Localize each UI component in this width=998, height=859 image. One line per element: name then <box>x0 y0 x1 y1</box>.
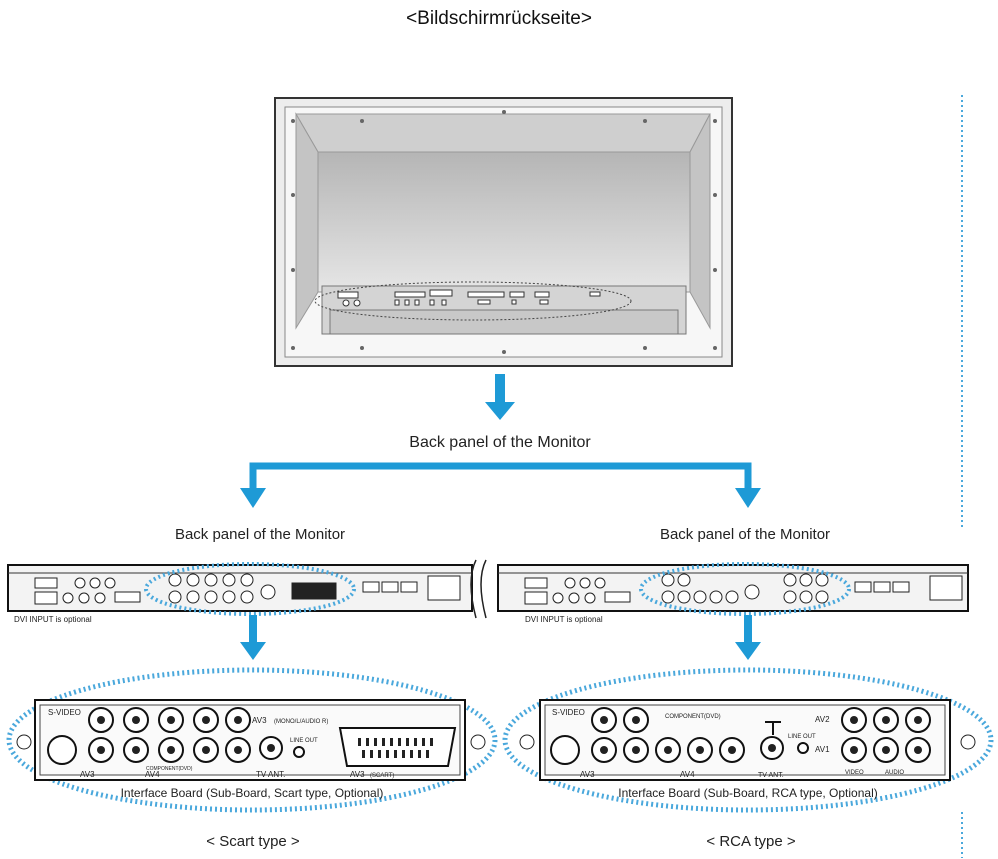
branch-connector <box>240 462 761 508</box>
av1-label: AV1 <box>815 745 830 754</box>
left-interface-board <box>6 667 498 813</box>
audio-label: (MONO/L/AUDIO R) <box>274 719 328 725</box>
right-back-panel-strip <box>497 562 969 616</box>
right-interface-board <box>502 667 994 813</box>
scart-label: (SCART) <box>370 773 394 779</box>
right-panel-label: Back panel of the Monitor <box>660 526 830 543</box>
rca-type-label: < RCA type > <box>706 833 795 850</box>
arrow-down-icon <box>735 615 761 660</box>
left-board-caption: Interface Board (Sub-Board, Scart type, … <box>121 786 384 800</box>
left-panel-label: Back panel of the Monitor <box>175 526 345 543</box>
arrow-down-icon <box>240 615 266 660</box>
av4-label: AV4 <box>145 770 160 779</box>
component-label: COMPONENT(DVD) <box>146 766 193 772</box>
monitor-back-view <box>274 97 733 367</box>
svideo-label: S-VIDEO <box>48 708 81 717</box>
video-label: VIDEO <box>845 770 864 776</box>
av4-label: AV4 <box>680 770 695 779</box>
av2-label: AV2 <box>815 715 830 724</box>
svideo-label: S-VIDEO <box>552 708 585 717</box>
line-out-label: LINE OUT <box>290 738 318 744</box>
right-dvi-note: DVI INPUT is optional <box>525 615 603 624</box>
tv-ant-label: TV ANT. <box>256 770 285 779</box>
audio-label: AUDIO <box>885 770 904 776</box>
av3-label: AV3 <box>80 770 95 779</box>
left-back-panel-strip <box>7 559 487 619</box>
monitor-back-label: Back panel of the Monitor <box>409 434 591 451</box>
arrow-down-icon <box>485 374 515 420</box>
page-title: <Bildschirmrückseite> <box>406 8 592 29</box>
av3-tag-label: AV3 <box>252 716 267 725</box>
av5-label: AV3 <box>350 770 365 779</box>
component-label: COMPONENT(DVD) <box>665 714 721 720</box>
scart-type-label: < Scart type > <box>206 833 300 850</box>
right-board-caption: Interface Board (Sub-Board, RCA type, Op… <box>618 786 877 800</box>
left-dvi-note: DVI INPUT is optional <box>14 615 92 624</box>
tv-ant-label: TV ANT. <box>758 772 784 779</box>
av3-label: AV3 <box>580 770 595 779</box>
line-out-label: LINE OUT <box>788 734 816 740</box>
